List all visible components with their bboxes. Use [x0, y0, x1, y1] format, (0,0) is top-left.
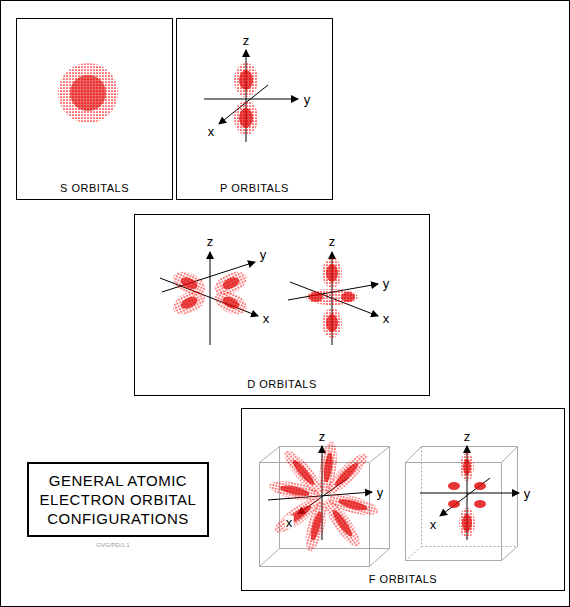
p-axes — [204, 50, 298, 142]
title-text: GENERAL ATOMIC ELECTRON ORBITAL CONFIGUR… — [29, 471, 207, 528]
panel-caption: D ORBITALS — [135, 378, 429, 390]
axis-label: z — [318, 430, 327, 443]
f-axes-right — [420, 446, 519, 540]
axis-label: x — [262, 312, 271, 325]
f-cube-right — [406, 447, 518, 561]
d-axes-left — [160, 252, 258, 345]
f-orbital-panel: F ORBITALS — [241, 408, 565, 591]
axis-label: x — [285, 516, 294, 529]
s-orbital-panel: S ORBITALS — [16, 18, 173, 200]
fz3-orbital — [448, 453, 486, 538]
s-orbital-cloud — [58, 63, 118, 123]
axis-label: y — [523, 487, 532, 500]
d-orbital-clover — [170, 267, 251, 319]
panel-caption: S ORBITALS — [17, 182, 172, 194]
d-orbital-panel: D ORBITALS — [134, 214, 430, 396]
axis-label: x — [207, 125, 216, 138]
p-orbital-panel: P ORBITALS — [176, 18, 333, 200]
axis-label: z — [328, 235, 337, 248]
axis-label: x — [429, 518, 438, 531]
axis-label: y — [259, 248, 268, 261]
f-orbital-star — [268, 440, 381, 553]
axis-label: z — [206, 235, 215, 248]
axis-label: y — [376, 486, 385, 499]
axis-label: y — [382, 277, 391, 290]
dz2-orbital — [306, 258, 358, 338]
axis-label: z — [463, 430, 472, 443]
axis-label: z — [242, 34, 251, 47]
panel-caption: P ORBITALS — [177, 182, 332, 194]
axis-label: y — [303, 93, 312, 106]
p-orbital-lobes — [234, 63, 258, 135]
drawing-code: GVG/PD/1.1 — [95, 542, 130, 549]
axis-label: x — [382, 312, 391, 325]
title-box: GENERAL ATOMIC ELECTRON ORBITAL CONFIGUR… — [27, 462, 209, 537]
panel-caption: F ORBITALS — [242, 573, 564, 585]
d-axes-right — [288, 252, 378, 345]
